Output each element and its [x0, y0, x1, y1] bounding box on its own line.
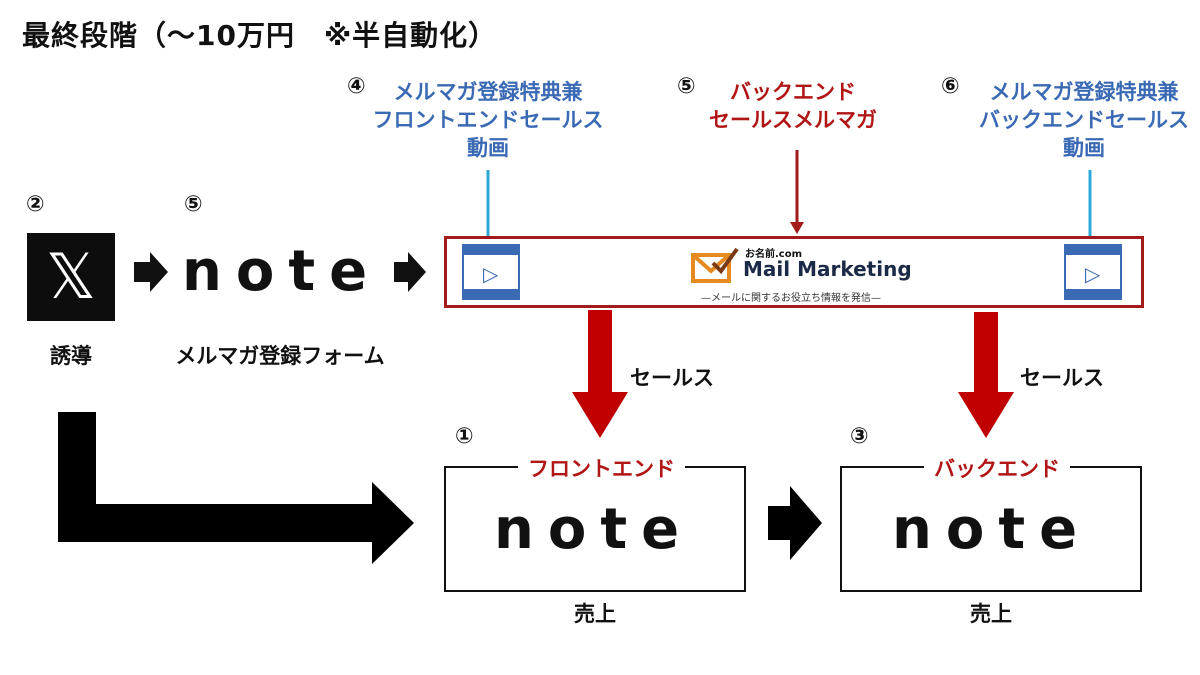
front-to-back-arrow	[768, 486, 822, 560]
page-title: 最終段階（〜10万円 ※半自動化）	[22, 19, 498, 52]
mail-brand-small: お名前.com	[745, 249, 803, 260]
envelope-check-icon	[691, 247, 739, 283]
backend-video-label: メルマガ登録特典兼 バックエンドセールス 動画	[968, 78, 1200, 162]
label-line: バックエンド	[730, 80, 856, 104]
mail-marketing-bar: ▷ お名前.com Mail Marketing —メールに関するお役立ち情報を…	[444, 236, 1144, 308]
label-line: メルマガ登録特典兼	[393, 80, 583, 104]
video-left-icon: ▷	[462, 244, 520, 300]
note-logo: note	[182, 239, 382, 304]
mail-tagline: —メールに関するお役立ち情報を発信—	[701, 293, 881, 304]
step-number-6: ⑥	[941, 74, 960, 99]
backend-mail-label: バックエンド セールスメルマガ	[698, 78, 888, 134]
video-right-icon: ▷	[1064, 244, 1122, 300]
backend-note-logo: note	[892, 497, 1092, 562]
step-number-1: ①	[455, 424, 474, 449]
label-line: バックエンドセールス	[979, 108, 1189, 132]
flow-arrow-2	[394, 252, 426, 292]
mail-marketing-logo	[691, 247, 739, 287]
sales-arrow-backend	[958, 312, 1014, 438]
note-form-caption: メルマガ登録フォーム	[175, 344, 385, 368]
backend-label: バックエンド	[924, 453, 1070, 483]
red-pointer-mail	[790, 150, 804, 234]
label-line: 動画	[467, 136, 509, 160]
sales-arrow-frontend	[572, 310, 628, 438]
mail-brand-name: Mail Marketing	[743, 257, 912, 281]
step-number-4: ④	[347, 74, 366, 99]
step-number-2: ②	[26, 192, 45, 217]
frontend-video-label: メルマガ登録特典兼 フロントエンドセールス 動画	[372, 78, 604, 162]
frontend-note-logo: note	[494, 497, 694, 562]
x-caption: 誘導	[50, 344, 92, 368]
label-line: セールスメルマガ	[709, 108, 877, 132]
flow-arrow-1	[134, 252, 168, 292]
label-line: 動画	[1063, 136, 1105, 160]
x-logo-icon: 𝕏	[27, 233, 115, 321]
sales-label-backend: セールス	[1020, 366, 1104, 390]
step-number-5-note: ⑤	[184, 192, 203, 217]
step-number-5-mail: ⑤	[677, 74, 696, 99]
backend-box: バックエンド note	[840, 453, 1142, 592]
sales-label-frontend: セールス	[630, 366, 714, 390]
label-line: フロントエンドセールス	[372, 108, 604, 132]
frontend-label: フロントエンド	[518, 453, 685, 483]
backend-caption: 売上	[970, 602, 1012, 626]
step-number-3: ③	[850, 424, 869, 449]
bypass-l-arrow	[58, 412, 414, 564]
label-line: メルマガ登録特典兼	[989, 80, 1179, 104]
frontend-caption: 売上	[574, 602, 616, 626]
frontend-box: フロントエンド note	[444, 453, 746, 592]
